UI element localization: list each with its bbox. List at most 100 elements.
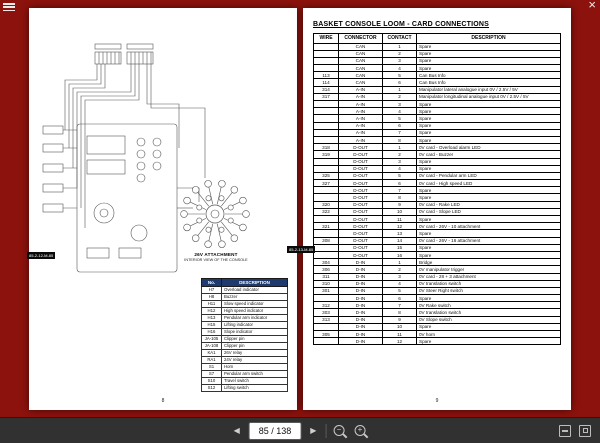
- table-cell: D-IN: [338, 337, 383, 346]
- page-left: 85-2-12-M-85 26V ATTACHMENT INTERIOR VIE…: [27, 7, 297, 410]
- table-cell: D-OUT: [338, 214, 383, 224]
- table-cell: 8: [382, 308, 417, 317]
- table-cell: 2: [382, 265, 417, 274]
- table-cell: 15: [382, 243, 417, 252]
- table-cell: 12: [382, 337, 417, 346]
- connector-caption: 26V ATTACHMENT INTERIOR VIEW OF THE CONS…: [173, 252, 259, 262]
- table-cell: D-OUT: [338, 193, 383, 202]
- zoom-in-icon[interactable]: +: [354, 425, 366, 436]
- table-cell: 308: [313, 236, 339, 245]
- table-cell: Can Bus Info: [416, 71, 561, 80]
- table-cell: 3: [382, 56, 417, 66]
- page-number-input[interactable]: 85 / 138: [248, 421, 302, 440]
- table-cell: 8: [382, 135, 417, 145]
- table-cell: Pendular arm switch: [221, 369, 288, 378]
- table-cell: 0V Rake switch: [416, 301, 561, 310]
- table-cell: [313, 322, 339, 332]
- table-cell: Spare: [416, 337, 561, 346]
- previous-page-button[interactable]: ◀: [233, 426, 240, 435]
- close-icon[interactable]: ×: [588, 0, 596, 12]
- table-cell: 317: [313, 92, 339, 102]
- table-cell: 321: [313, 222, 339, 231]
- table-cell: Horn: [221, 362, 288, 371]
- next-page-button[interactable]: ▶: [310, 426, 317, 435]
- menu-icon[interactable]: [3, 2, 15, 12]
- table-cell: Slow speed indicator: [221, 299, 288, 308]
- table-cell: Spare: [416, 186, 561, 195]
- table-cell: [313, 243, 339, 252]
- toolbar-divider: [325, 423, 327, 438]
- table-cell: 26V relay: [221, 348, 288, 357]
- table-cell: 5: [382, 286, 417, 296]
- table-cell: 312: [313, 301, 339, 310]
- table-cell: [313, 193, 339, 202]
- table-cell: D-IN: [338, 322, 383, 332]
- zoom-out-icon[interactable]: −: [333, 425, 345, 436]
- table-cell: 0V Steer Right switch: [416, 286, 561, 296]
- table-cell: Buzzer: [221, 292, 288, 301]
- table-cell: [313, 49, 339, 58]
- table-cell: [313, 294, 339, 303]
- table-cell: 4: [382, 64, 417, 73]
- table-cell: H15: [201, 320, 222, 329]
- table-cell: 10: [382, 207, 417, 217]
- table-cell: [313, 229, 339, 238]
- table-cell: Clipper pin: [221, 334, 288, 343]
- table-cell: 0V card - Rake LED: [416, 200, 561, 209]
- table-cell: H13: [201, 313, 222, 322]
- table-cell: Spare: [416, 157, 561, 166]
- table-cell: 3: [382, 157, 417, 166]
- table-cell: JA-108: [201, 341, 222, 350]
- table-cell: Clipper pin: [221, 341, 288, 350]
- table-cell: JA-105: [201, 334, 222, 343]
- table-cell: Manipulator lateral analogue input 0V / …: [416, 85, 561, 94]
- table-cell: 325: [313, 171, 339, 181]
- table-cell: D-IN: [338, 258, 383, 267]
- table-cell: CAN: [338, 56, 383, 66]
- table-cell: Spare: [416, 49, 561, 58]
- table-cell: A-IN: [338, 121, 383, 130]
- table-cell: 301: [313, 286, 339, 296]
- table-cell: 319: [313, 150, 339, 159]
- table-cell: 4: [382, 107, 417, 116]
- table-cell: [313, 135, 339, 145]
- table-cell: 5: [382, 71, 417, 80]
- document-spread: 85-2-12-M-85 26V ATTACHMENT INTERIOR VIE…: [27, 7, 571, 410]
- fullscreen-icon[interactable]: [579, 424, 591, 437]
- table-cell: A-IN: [338, 114, 383, 123]
- table-cell: 6: [382, 78, 417, 87]
- table-cell: 0V translation switch: [416, 279, 561, 288]
- table-cell: 5: [382, 114, 417, 123]
- table-cell: Spare: [416, 64, 561, 73]
- table-cell: Spare: [416, 193, 561, 202]
- fit-width-icon[interactable]: [559, 424, 571, 437]
- table-cell: D-IN: [338, 329, 383, 339]
- figure-reference-label: 85-2-13-M-85: [287, 245, 316, 253]
- table-cell: Travel switch: [221, 376, 288, 385]
- table-cell: [313, 64, 339, 73]
- table-cell: Spare: [416, 121, 561, 130]
- table-cell: 318: [313, 143, 339, 152]
- table-cell: CAN: [338, 42, 383, 51]
